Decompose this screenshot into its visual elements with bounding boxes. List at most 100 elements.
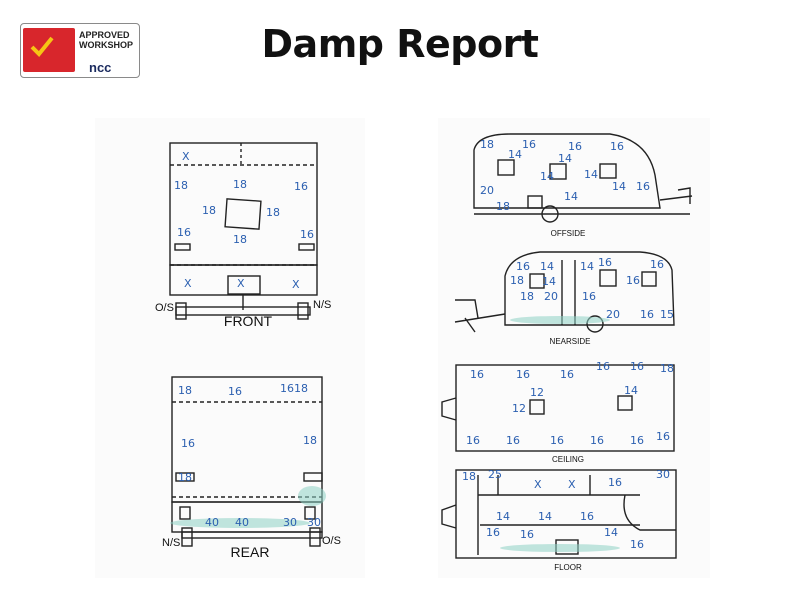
nearside-reading: 16	[598, 256, 612, 269]
ceiling-reading: 16	[466, 434, 480, 447]
rear-reading: 16	[228, 385, 242, 398]
nearside-reading: 18	[520, 290, 534, 303]
floor-reading: 18	[462, 470, 476, 483]
floor-plan	[441, 469, 677, 559]
rear-reading: 18	[303, 434, 317, 447]
rear-reading: 40	[205, 516, 219, 529]
front-left-label: O/S	[155, 302, 174, 314]
ceiling-reading: 16	[560, 368, 574, 381]
ceiling-reading: 16	[590, 434, 604, 447]
ceiling-reading: 18	[660, 362, 674, 375]
logo-line1: APPROVED	[79, 30, 130, 40]
nearside-reading: 16	[650, 258, 664, 271]
floor-reading: 14	[496, 510, 510, 523]
front-reading: 16	[300, 228, 314, 241]
offside-reading: 20	[480, 184, 494, 197]
front-reading: X	[182, 150, 190, 163]
floor-reading: 14	[604, 526, 618, 539]
offside-elevation	[473, 133, 693, 223]
floor-reading: 16	[608, 476, 622, 489]
ceiling-label: CEILING	[552, 455, 584, 464]
front-label: FRONT	[224, 313, 273, 329]
ceiling-reading: 12	[512, 402, 526, 415]
floor-reading: 16	[520, 528, 534, 541]
rear-reading: 1618	[280, 382, 308, 395]
nearside-reading: 14	[542, 275, 556, 288]
front-reading: 18	[202, 204, 216, 217]
rear-reading: 40	[235, 516, 249, 529]
ceiling-reading: 16	[630, 434, 644, 447]
offside-reading: 14	[584, 168, 598, 181]
offside-reading: 18	[496, 200, 510, 213]
nearside-reading: 16	[516, 260, 530, 273]
ceiling-reading: 12	[530, 386, 544, 399]
handwritten-readings: X 18 18 16 18 18 18 16 16 X X X 18 16 16…	[174, 138, 674, 551]
logo-text: APPROVED WORKSHOP	[79, 30, 133, 50]
offside-reading: 14	[612, 180, 626, 193]
rear-left-label: N/S	[162, 537, 180, 549]
front-reading: X	[184, 277, 192, 290]
nearside-reading: 14	[540, 260, 554, 273]
front-reading: 18	[233, 178, 247, 191]
offside-reading: 14	[540, 170, 554, 183]
floor-reading: 16	[580, 510, 594, 523]
offside-reading: 14	[508, 148, 522, 161]
floor-reading: 14	[538, 510, 552, 523]
rear-elevation	[171, 376, 323, 547]
front-reading: X	[237, 277, 245, 290]
plan-sheet	[438, 118, 710, 578]
rear-right-label: O/S	[322, 535, 341, 547]
rear-label: REAR	[231, 544, 270, 560]
ceiling-reading: 16	[516, 368, 530, 381]
offside-reading: 14	[558, 152, 572, 165]
ceiling-reading: 16	[550, 434, 564, 447]
nearside-label: NEARSIDE	[550, 337, 591, 346]
nearside-reading: 20	[606, 308, 620, 321]
offside-reading: 16	[636, 180, 650, 193]
offside-reading: 16	[522, 138, 536, 151]
offside-label: OFFSIDE	[551, 229, 586, 238]
front-elevation	[169, 142, 318, 320]
nearside-reading: 18	[510, 274, 524, 287]
ceiling-reading: 16	[596, 360, 610, 373]
floor-reading: 16	[630, 538, 644, 551]
nearside-elevation	[454, 251, 675, 333]
logo-line2: WORKSHOP	[79, 40, 133, 50]
ceiling-reading: 14	[624, 384, 638, 397]
ceiling-plan	[441, 364, 675, 452]
ceiling-reading: 16	[470, 368, 484, 381]
tick-icon	[30, 36, 54, 57]
ceiling-reading: 16	[656, 430, 670, 443]
page-title: Damp Report	[261, 22, 539, 66]
front-reading: 18	[233, 233, 247, 246]
front-reading: 18	[266, 206, 280, 219]
front-right-label: N/S	[313, 299, 331, 311]
offside-reading: 14	[564, 190, 578, 203]
ceiling-reading: 16	[630, 360, 644, 373]
nearside-reading: 16	[640, 308, 654, 321]
rear-reading: 18	[178, 384, 192, 397]
offside-reading: 16	[610, 140, 624, 153]
front-reading: 16	[294, 180, 308, 193]
floor-reading: 16	[486, 526, 500, 539]
floor-reading: X	[568, 478, 576, 491]
front-reading: 18	[174, 179, 188, 192]
water-stain	[170, 316, 620, 552]
offside-reading: 16	[568, 140, 582, 153]
rear-reading: 18	[178, 471, 192, 484]
nearside-reading: 16	[582, 290, 596, 303]
nearside-reading: 15	[660, 308, 674, 321]
front-reading: X	[292, 278, 300, 291]
ncc-logo: ncc	[89, 60, 112, 75]
nearside-reading: 16	[626, 274, 640, 287]
offside-reading: 18	[480, 138, 494, 151]
floor-label: FLOOR	[554, 563, 582, 572]
floor-reading: 30	[656, 468, 670, 481]
floor-reading: 25	[488, 468, 502, 481]
rear-reading: 30	[307, 516, 321, 529]
approved-workshop-logo: APPROVED WORKSHOP ncc	[20, 23, 140, 78]
front-reading: 16	[177, 226, 191, 239]
ceiling-reading: 16	[506, 434, 520, 447]
nearside-reading: 20	[544, 290, 558, 303]
